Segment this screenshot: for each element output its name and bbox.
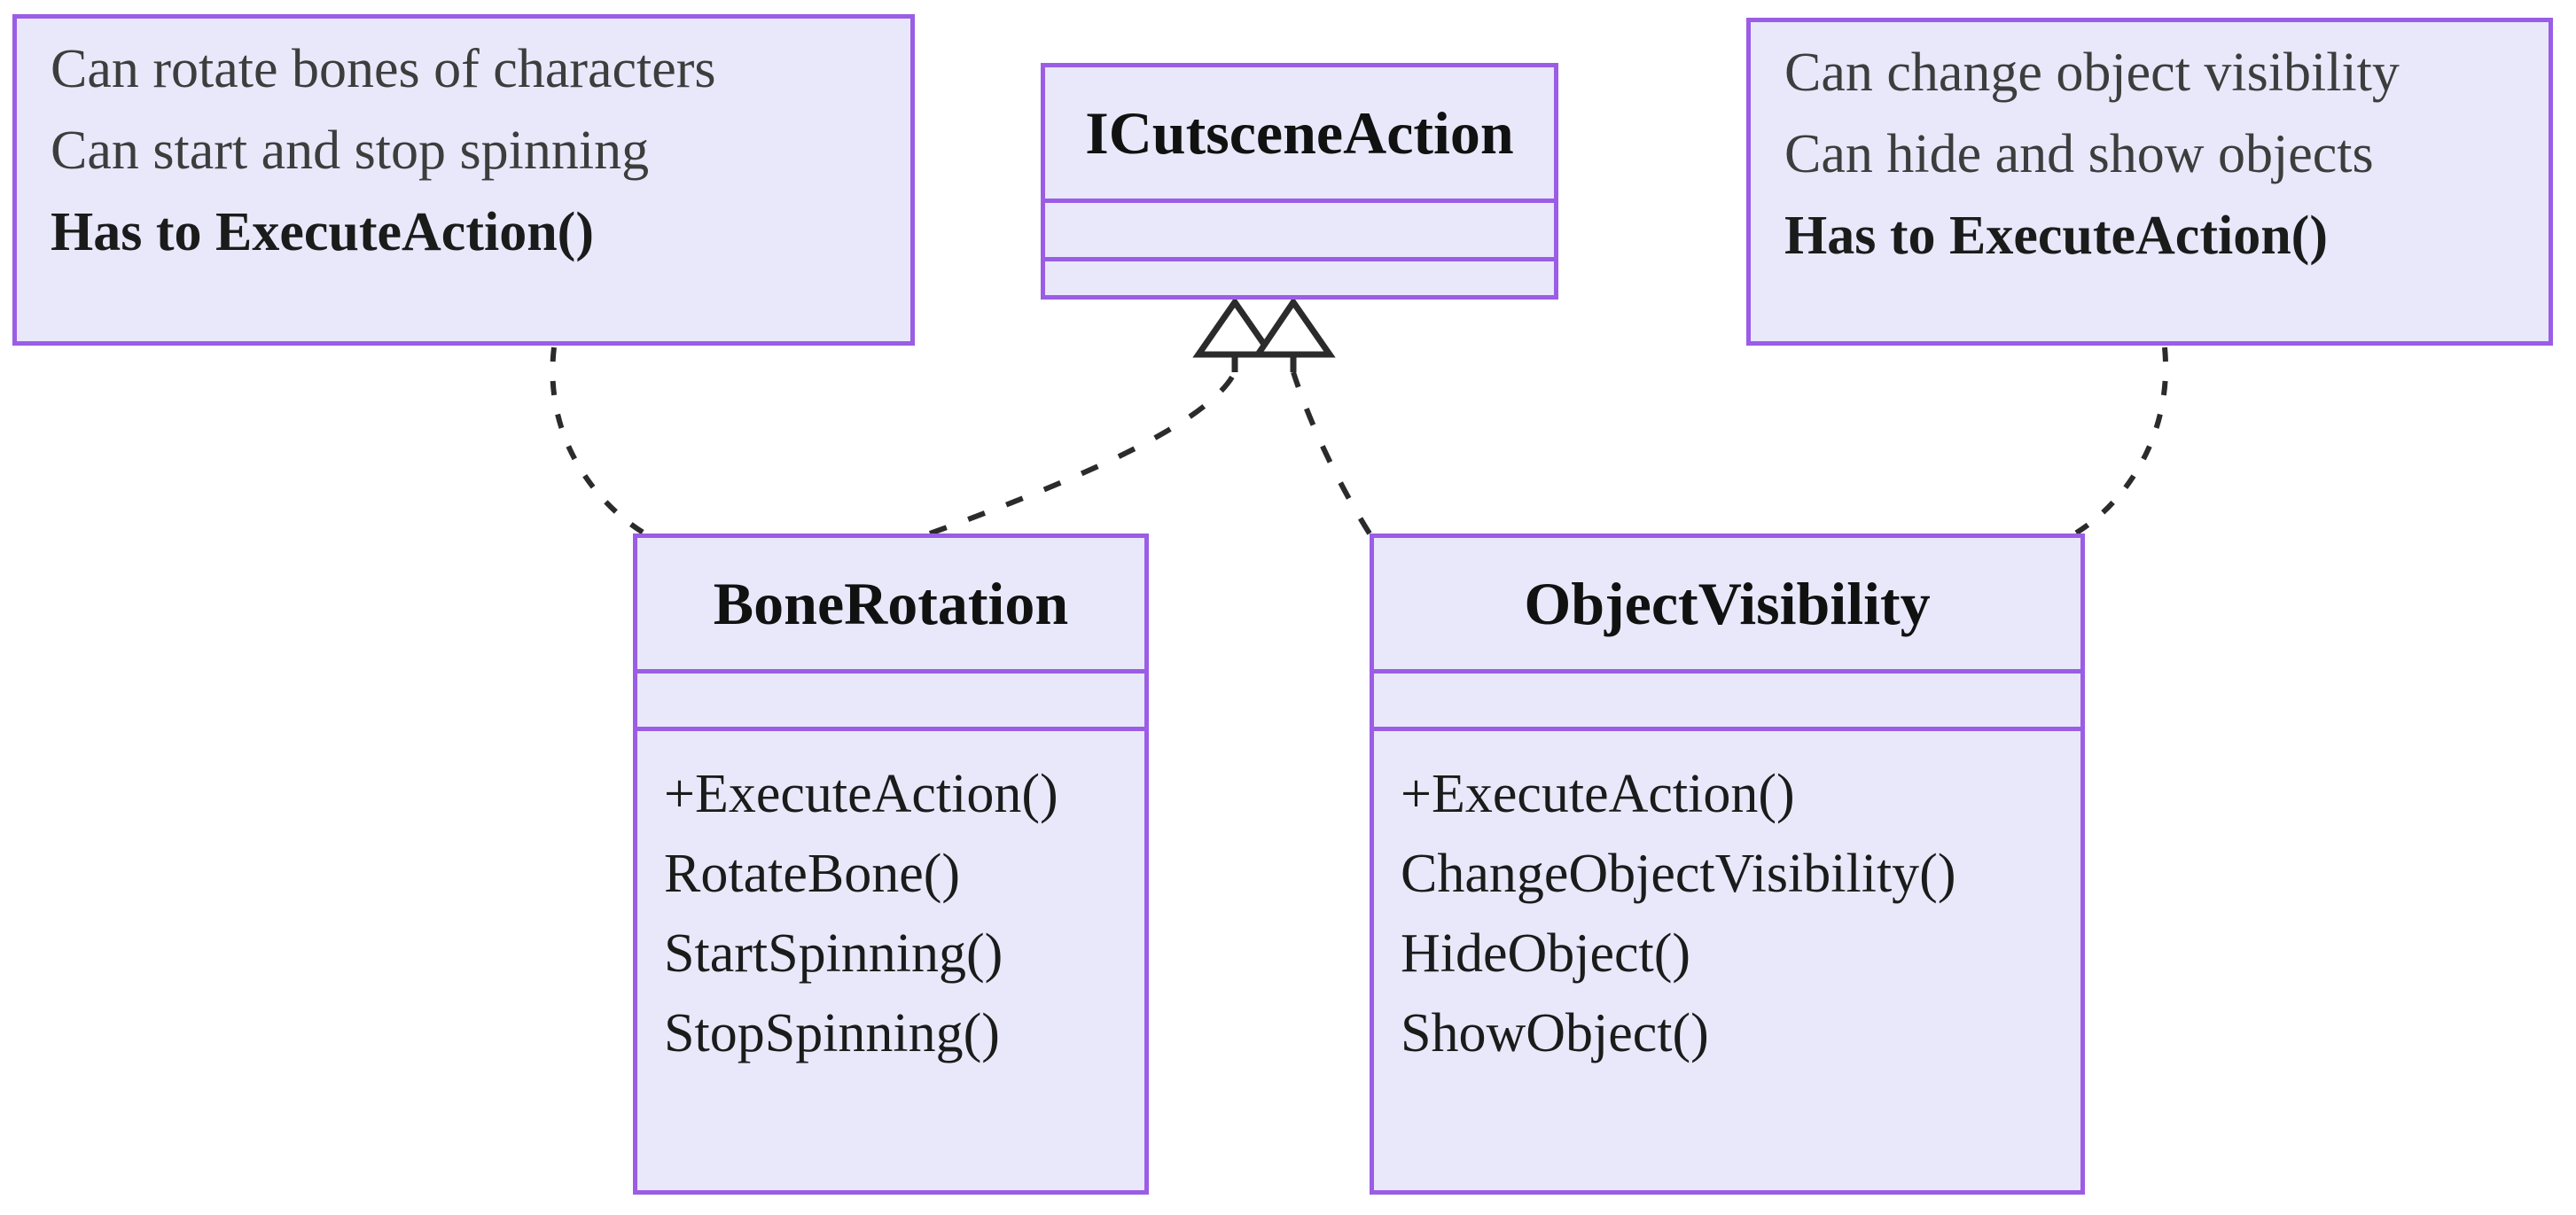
note-line: Can rotate bones of characters — [51, 39, 716, 99]
class-bonerotation[interactable]: BoneRotation +ExecuteAction() RotateBone… — [633, 534, 1149, 1195]
interface-attributes-compartment — [1045, 203, 1554, 257]
note-anchor-right — [2064, 347, 2169, 541]
class-operations-compartment: +ExecuteAction() ChangeObjectVisibility(… — [1374, 764, 2080, 1085]
operation-item: +ExecuteAction() — [1401, 764, 1795, 824]
operation-item: StartSpinning() — [664, 923, 1003, 984]
realization-arrowhead-bonerotation — [1192, 296, 1277, 358]
class-attributes-compartment — [1374, 674, 2080, 727]
realization-arrowhead-objectvisibility — [1252, 296, 1336, 358]
operation-item: ShowObject() — [1401, 1002, 1709, 1063]
class-objectvisibility[interactable]: ObjectVisibility +ExecuteAction() Change… — [1370, 534, 2085, 1195]
compartment-divider-attributes — [1045, 199, 1554, 203]
realization-edge-bonerotation — [928, 370, 1237, 536]
note-bone-rotation: Can rotate bones of characters Can start… — [12, 14, 915, 346]
class-operations-compartment: +ExecuteAction() RotateBone() StartSpinn… — [637, 764, 1144, 1085]
compartment-divider-operations — [637, 727, 1144, 731]
class-attributes-compartment — [637, 674, 1144, 727]
compartment-divider-operations — [1374, 727, 2080, 731]
operation-item: HideObject() — [1401, 923, 1691, 984]
interface-icutsceneaction[interactable]: ICutsceneAction — [1041, 63, 1558, 300]
note-object-visibility: Can change object visibility Can hide an… — [1746, 18, 2553, 346]
compartment-divider-attributes — [637, 669, 1144, 674]
note-line: Can change object visibility — [1784, 43, 2400, 103]
interface-operations-compartment — [1045, 261, 1554, 300]
interface-name: ICutsceneAction — [1085, 98, 1514, 167]
operation-item: ChangeObjectVisibility() — [1401, 843, 1956, 904]
compartment-divider-attributes — [1374, 669, 2080, 674]
class-name: ObjectVisibility — [1524, 569, 1931, 637]
note-requirement: Has to ExecuteAction() — [1784, 206, 2328, 267]
operation-item: StopSpinning() — [664, 1002, 1000, 1063]
operation-item: +ExecuteAction() — [664, 764, 1058, 824]
class-name: BoneRotation — [713, 569, 1069, 637]
operation-item: RotateBone() — [664, 843, 961, 904]
note-requirement: Has to ExecuteAction() — [51, 202, 594, 263]
compartment-divider-operations — [1045, 257, 1554, 261]
realization-edge-objectvisibility — [1291, 371, 1372, 535]
note-line: Can hide and show objects — [1784, 124, 2374, 185]
note-line: Can start and stop spinning — [51, 121, 650, 182]
note-anchor-left — [550, 347, 656, 541]
